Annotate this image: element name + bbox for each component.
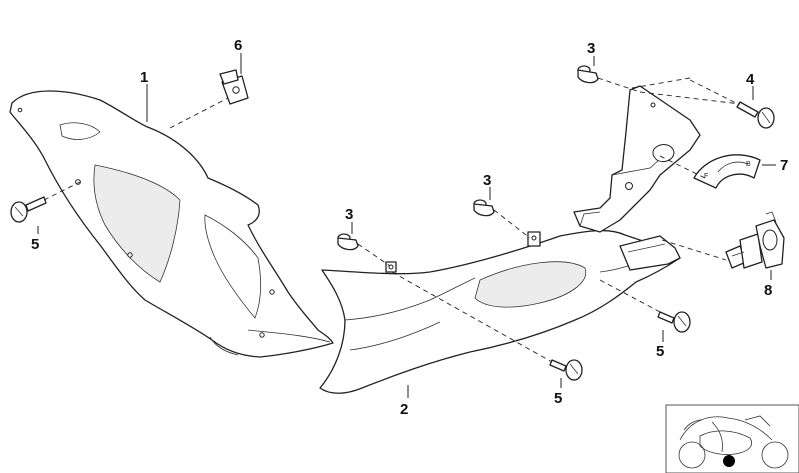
grommet-3b xyxy=(473,199,495,217)
badge-letter-f: F xyxy=(704,173,708,180)
callout-labels: 1 6 2 3 3 3 4 7 8 5 5 5 xyxy=(31,37,788,418)
badge-letter-b: B xyxy=(746,161,751,168)
callout-2: 2 xyxy=(400,401,408,418)
location-marker-dot xyxy=(723,455,735,467)
assembly-lines xyxy=(43,77,741,363)
callout-3-left: 3 xyxy=(345,206,353,223)
screw-5b xyxy=(657,311,691,333)
clip-nut xyxy=(219,69,249,105)
callout-4: 4 xyxy=(746,71,755,88)
motorcycle-thumbnail-sketch xyxy=(678,415,789,469)
callout-1: 1 xyxy=(140,69,148,86)
callout-5-bottom: 5 xyxy=(554,390,562,407)
callout-6: 6 xyxy=(234,37,242,54)
screw-4 xyxy=(736,101,775,129)
leader-lines xyxy=(37,53,776,398)
callout-3-middle: 3 xyxy=(483,172,491,189)
f-b-label-badge: F B xyxy=(693,154,761,189)
screw-5a xyxy=(10,196,47,223)
callout-7: 7 xyxy=(780,157,788,174)
grommet-3c xyxy=(577,65,599,84)
side-fairing-panel xyxy=(9,90,334,358)
screw-5c xyxy=(549,359,583,381)
side-trim-piece xyxy=(619,235,681,271)
grommet-3a xyxy=(337,233,359,251)
mounting-bracket xyxy=(573,85,701,233)
callout-3-top: 3 xyxy=(587,40,595,57)
connector-plug xyxy=(725,211,785,269)
callout-8: 8 xyxy=(764,282,772,299)
lower-fairing xyxy=(319,229,681,394)
callout-5-left: 5 xyxy=(31,236,39,253)
callout-5-right: 5 xyxy=(656,343,664,360)
motorcycle-thumbnail xyxy=(665,404,799,473)
